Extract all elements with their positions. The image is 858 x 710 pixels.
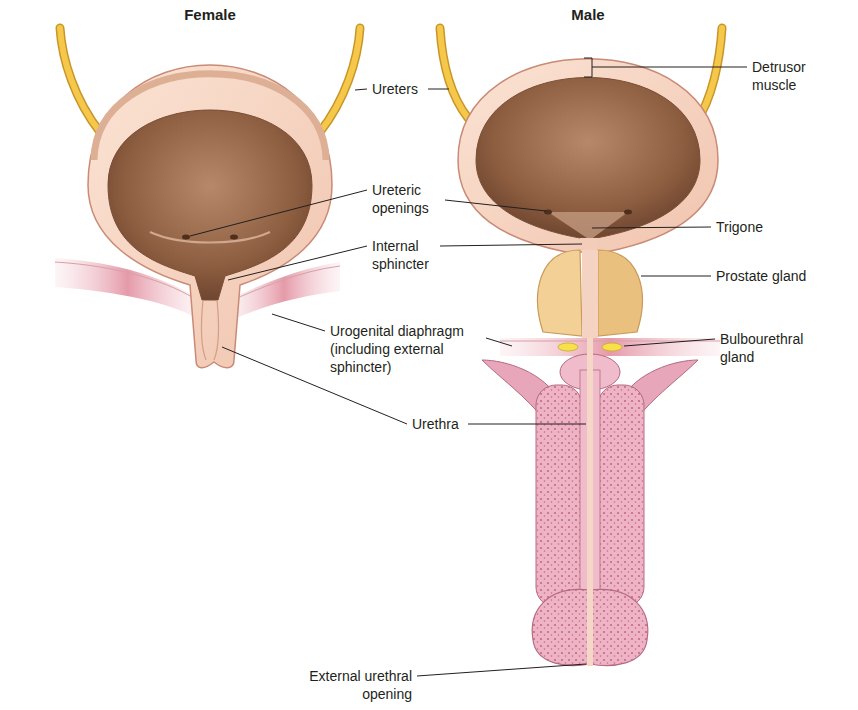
- ureter: [440, 28, 468, 118]
- bladder-wall: [88, 65, 332, 368]
- leader-line: [272, 314, 325, 331]
- leader-line: [486, 338, 512, 346]
- prostate-lobe: [598, 250, 642, 336]
- part-label: Urethra: [412, 415, 472, 433]
- prostate-lobe: [538, 250, 582, 336]
- male-bladder: [458, 59, 718, 256]
- part-label: Prostate gland: [716, 267, 846, 285]
- leader-line: [468, 424, 586, 425]
- prostate: [538, 250, 643, 338]
- part-label: Trigone: [716, 218, 826, 236]
- ureter: [60, 28, 100, 132]
- leader-line: [592, 227, 711, 228]
- part-label: Bulbourethral gland: [720, 330, 830, 366]
- trigone-fold: [150, 232, 270, 243]
- ureter: [320, 28, 360, 132]
- urethra-lumen: [202, 300, 219, 360]
- trigone: [548, 212, 628, 240]
- leader-line: [440, 244, 582, 246]
- panel-heading: Female: [160, 6, 260, 24]
- part-label: Ureteric openings: [372, 181, 452, 217]
- part-label: Detrusor muscle: [752, 58, 842, 94]
- leader-line: [428, 89, 449, 90]
- leader-line: [641, 276, 711, 277]
- penis: [482, 338, 698, 666]
- corpus-cavernosum: [598, 385, 644, 607]
- leader-line: [222, 347, 407, 424]
- leader-lines: [190, 58, 747, 676]
- part-label: Internal sphincter: [372, 237, 452, 273]
- male-urogenital-diaphragm: [500, 338, 720, 356]
- female-bladder: [88, 65, 332, 368]
- part-label: External urethral opening: [280, 667, 412, 703]
- leader-line: [355, 89, 367, 90]
- detrusor-bracket: [584, 58, 592, 77]
- part-label: Ureters: [372, 80, 432, 98]
- ureteric-opening: [624, 210, 632, 215]
- leader-line: [228, 246, 367, 280]
- leader-line: [190, 190, 367, 236]
- diaphragm-band: [500, 338, 720, 356]
- bladder-wall: [458, 59, 718, 252]
- bulbourethral-gland: [602, 343, 622, 351]
- ureteric-opening: [544, 210, 552, 215]
- leader-line: [592, 67, 747, 68]
- ureteric-opening: [230, 235, 238, 240]
- leader-line: [624, 339, 715, 346]
- ureteric-opening: [182, 235, 190, 240]
- part-label: Urogenital diaphragm (including external…: [330, 322, 480, 376]
- ureter: [60, 28, 100, 132]
- bladder-cavity: [108, 110, 312, 300]
- penile-urethra: [587, 338, 593, 666]
- leader-line: [445, 200, 546, 211]
- corpus-cavernosum: [536, 385, 582, 607]
- prostatic-urethra: [582, 250, 598, 338]
- ureter: [320, 28, 360, 132]
- bulbourethral-gland: [558, 343, 578, 351]
- leader-line: [417, 664, 586, 676]
- ureter: [440, 28, 468, 118]
- panel-heading: Male: [538, 6, 638, 24]
